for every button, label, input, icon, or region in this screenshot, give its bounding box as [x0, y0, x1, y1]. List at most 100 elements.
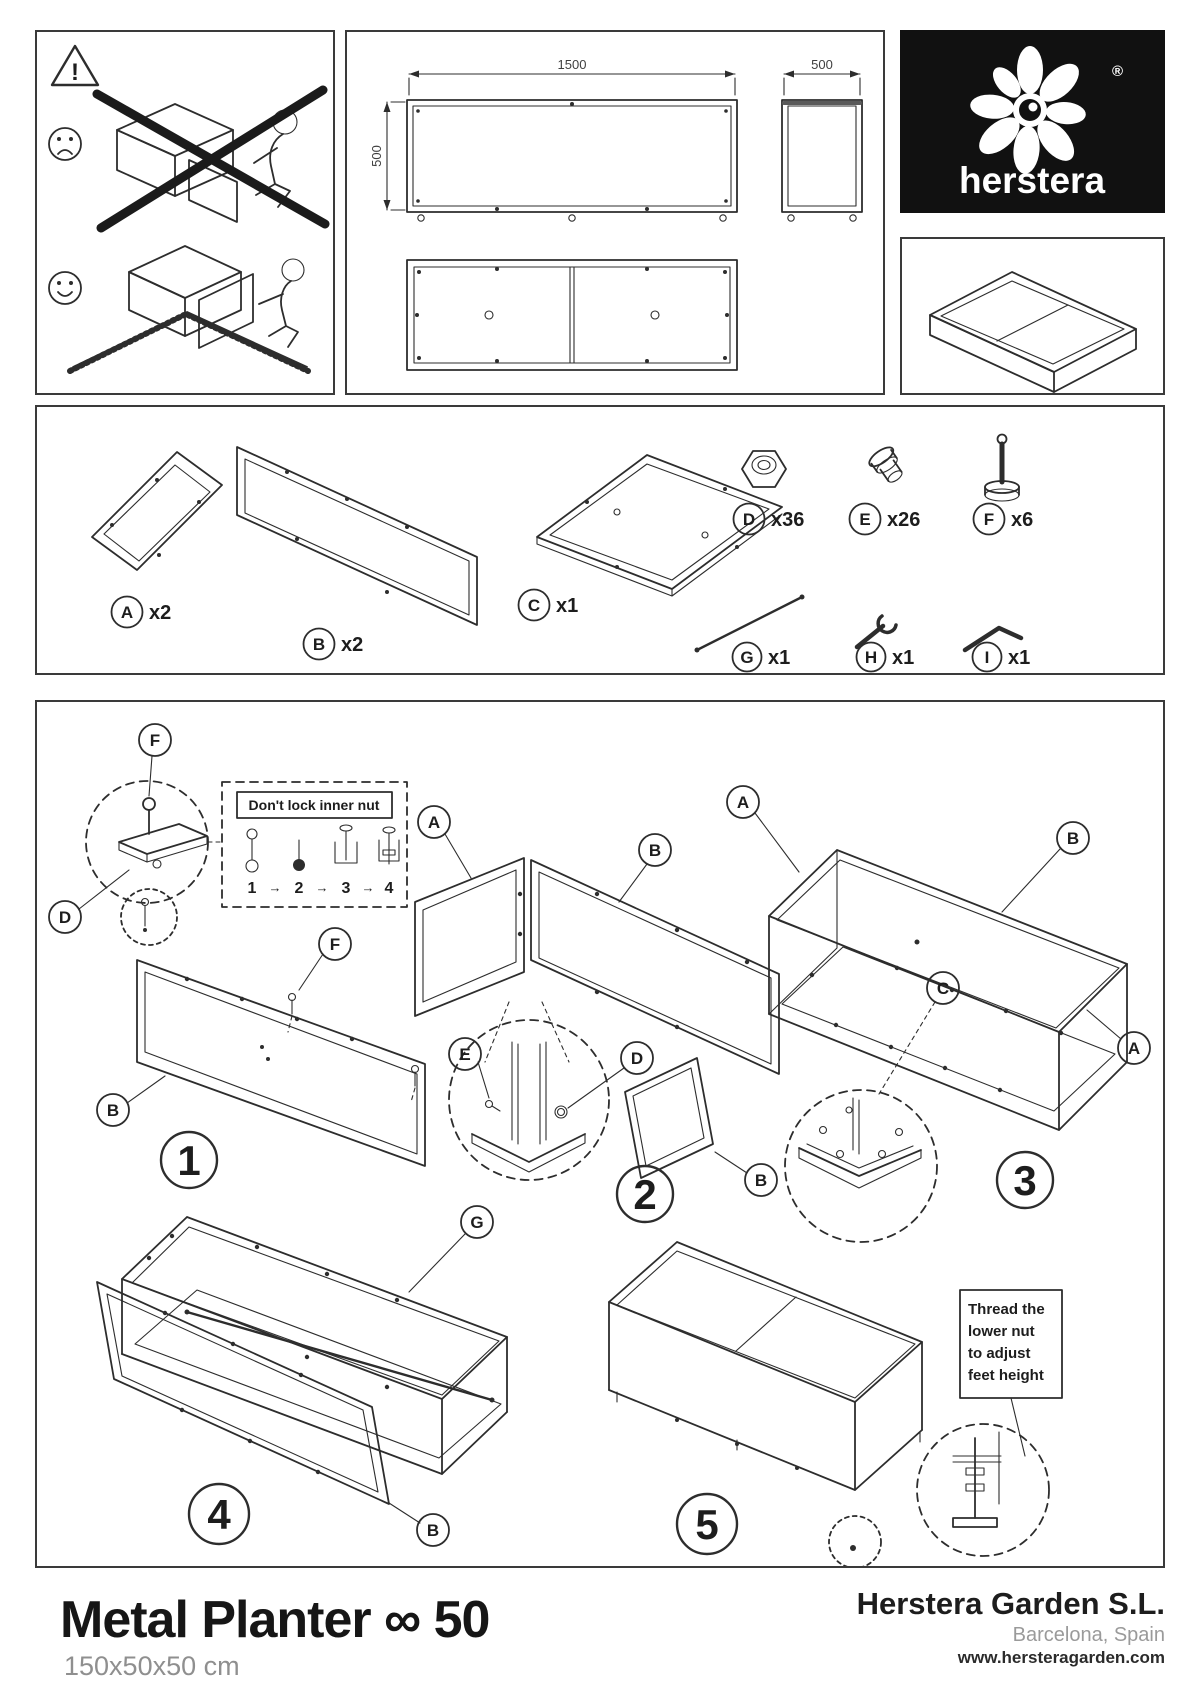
svg-text:A: A: [428, 813, 440, 832]
callout-f-step1-mid: F: [318, 927, 352, 961]
company-website: www.hersteragarden.com: [957, 1648, 1165, 1667]
company-location: Barcelona, Spain: [1012, 1624, 1165, 1646]
seq-4: 4: [385, 880, 394, 897]
svg-text:E: E: [859, 510, 870, 529]
part-i-label: I x1: [971, 641, 1030, 673]
step-4-drawing: G B 4: [96, 1205, 508, 1547]
seq-3: 3: [342, 880, 351, 897]
callout-d-step1: D: [48, 900, 82, 934]
part-g-rod-icon: [694, 594, 805, 653]
svg-text:2: 2: [633, 1171, 656, 1218]
foot-adjust-detail: [952, 1431, 1002, 1528]
callout-a-step3-right: A: [1117, 1031, 1151, 1065]
callout-a-step2: A: [417, 805, 451, 839]
svg-text:1: 1: [177, 1137, 200, 1184]
svg-text:G: G: [740, 648, 753, 667]
step-3-drawing: A B A C: [726, 785, 1151, 1243]
dim-depth: 500: [811, 57, 833, 72]
svg-text:C: C: [528, 596, 540, 615]
part-f-label: F x6: [972, 502, 1033, 536]
svg-text:x2: x2: [341, 634, 363, 656]
thread-note-line-2: lower nut: [968, 1323, 1035, 1340]
step-3-corner-detail: [798, 1097, 922, 1189]
dimensions-panel: 1500 500 500: [345, 30, 885, 395]
brand-flower-icon: [970, 46, 1086, 174]
product-title: Metal Planter ∞ 50: [60, 1591, 490, 1649]
part-h-wrench-icon: [854, 614, 898, 650]
callout-b-step4: B: [416, 1513, 450, 1547]
plan-view-drawing: [406, 259, 738, 371]
step-5-drawing: 5 Thread the lower nut to adjust feet he…: [608, 1241, 1063, 1566]
svg-text:H: H: [865, 648, 877, 667]
svg-text:A: A: [737, 793, 749, 812]
part-a-drawing: [91, 451, 223, 571]
svg-text:x1: x1: [556, 595, 578, 617]
side-view-drawing: 500: [781, 57, 863, 222]
svg-text:x26: x26: [887, 509, 920, 531]
svg-text:B: B: [107, 1101, 119, 1120]
svg-text:C: C: [937, 979, 949, 998]
step-1-number: 1: [159, 1130, 219, 1190]
svg-text:D: D: [743, 510, 755, 529]
callout-e-step2: E: [448, 1037, 482, 1071]
thread-note-line-4: feet height: [968, 1367, 1044, 1384]
happy-face-icon: [48, 271, 82, 305]
thread-note: Thread the lower nut to adjust feet heig…: [959, 1289, 1063, 1399]
svg-text:x2: x2: [149, 602, 171, 624]
planter-isometric-drawing: [929, 271, 1137, 393]
brand-logo: ® herstera: [900, 30, 1165, 213]
callout-d-step2: D: [620, 1041, 654, 1075]
correct-assembly-drawing: [67, 245, 311, 374]
foot-seq-icon-2: [293, 839, 305, 871]
seq-2: 2: [295, 880, 304, 897]
svg-text:F: F: [330, 935, 340, 954]
step-2-corner-detail: [471, 1041, 586, 1173]
svg-text:4: 4: [207, 1491, 231, 1538]
seq-arrow-1: →: [269, 880, 282, 895]
thread-note-line-1: Thread the: [968, 1301, 1045, 1318]
callout-b-step2: B: [638, 833, 672, 867]
dont-lock-note: Don't lock inner nut: [221, 781, 408, 908]
svg-text:E: E: [459, 1045, 470, 1064]
assembly-steps-panel: F D Don't lock inner nut: [35, 700, 1165, 1568]
company-name: Herstera Garden S.L.: [856, 1586, 1165, 1621]
screw-f-icon-2: [410, 1064, 420, 1103]
dont-lock-text: Don't lock inner nut: [249, 797, 380, 813]
part-i-allen-key-icon: [962, 625, 1024, 653]
wrong-assembly-drawing: [92, 85, 330, 233]
step-2-drawing: A B: [414, 805, 780, 1224]
part-c-drawing: [536, 454, 783, 597]
step-1-drawing: F D Don't lock inner nut: [48, 723, 426, 1190]
callout-c-step3: C: [926, 971, 960, 1005]
registered-mark: ®: [1112, 63, 1123, 80]
part-e-bolt-icon: [868, 446, 903, 483]
svg-text:B: B: [427, 1521, 439, 1540]
part-h-label: H x1: [855, 641, 914, 673]
part-c-label: C x1: [517, 588, 578, 622]
brand-name: herstera: [959, 160, 1105, 201]
svg-text:x36: x36: [771, 509, 804, 531]
svg-text:5: 5: [695, 1501, 718, 1548]
callout-b-step3: B: [1056, 821, 1090, 855]
part-d-label: D x36: [732, 502, 804, 536]
part-b-drawing: [236, 446, 478, 626]
svg-text:A: A: [121, 603, 133, 622]
svg-text:D: D: [631, 1049, 643, 1068]
seq-arrow-3: →: [362, 880, 375, 895]
sad-face-icon: [48, 127, 82, 161]
parts-panel: A x2 B x2 C: [35, 405, 1165, 675]
svg-text:B: B: [755, 1171, 767, 1190]
svg-text:x1: x1: [1008, 647, 1030, 669]
svg-text:!: !: [71, 59, 79, 86]
seq-arrow-2: →: [316, 880, 329, 895]
svg-text:F: F: [150, 731, 160, 750]
svg-text:x1: x1: [768, 647, 790, 669]
foot-seq-icon-3: [334, 824, 358, 864]
step-5-number: 5: [675, 1492, 739, 1556]
step-2-number: 2: [615, 1164, 675, 1224]
part-f-foot-icon: [984, 433, 1020, 502]
callout-g-step4: G: [460, 1205, 494, 1239]
svg-text:B: B: [313, 635, 325, 654]
part-a-label: A x2: [110, 595, 171, 629]
